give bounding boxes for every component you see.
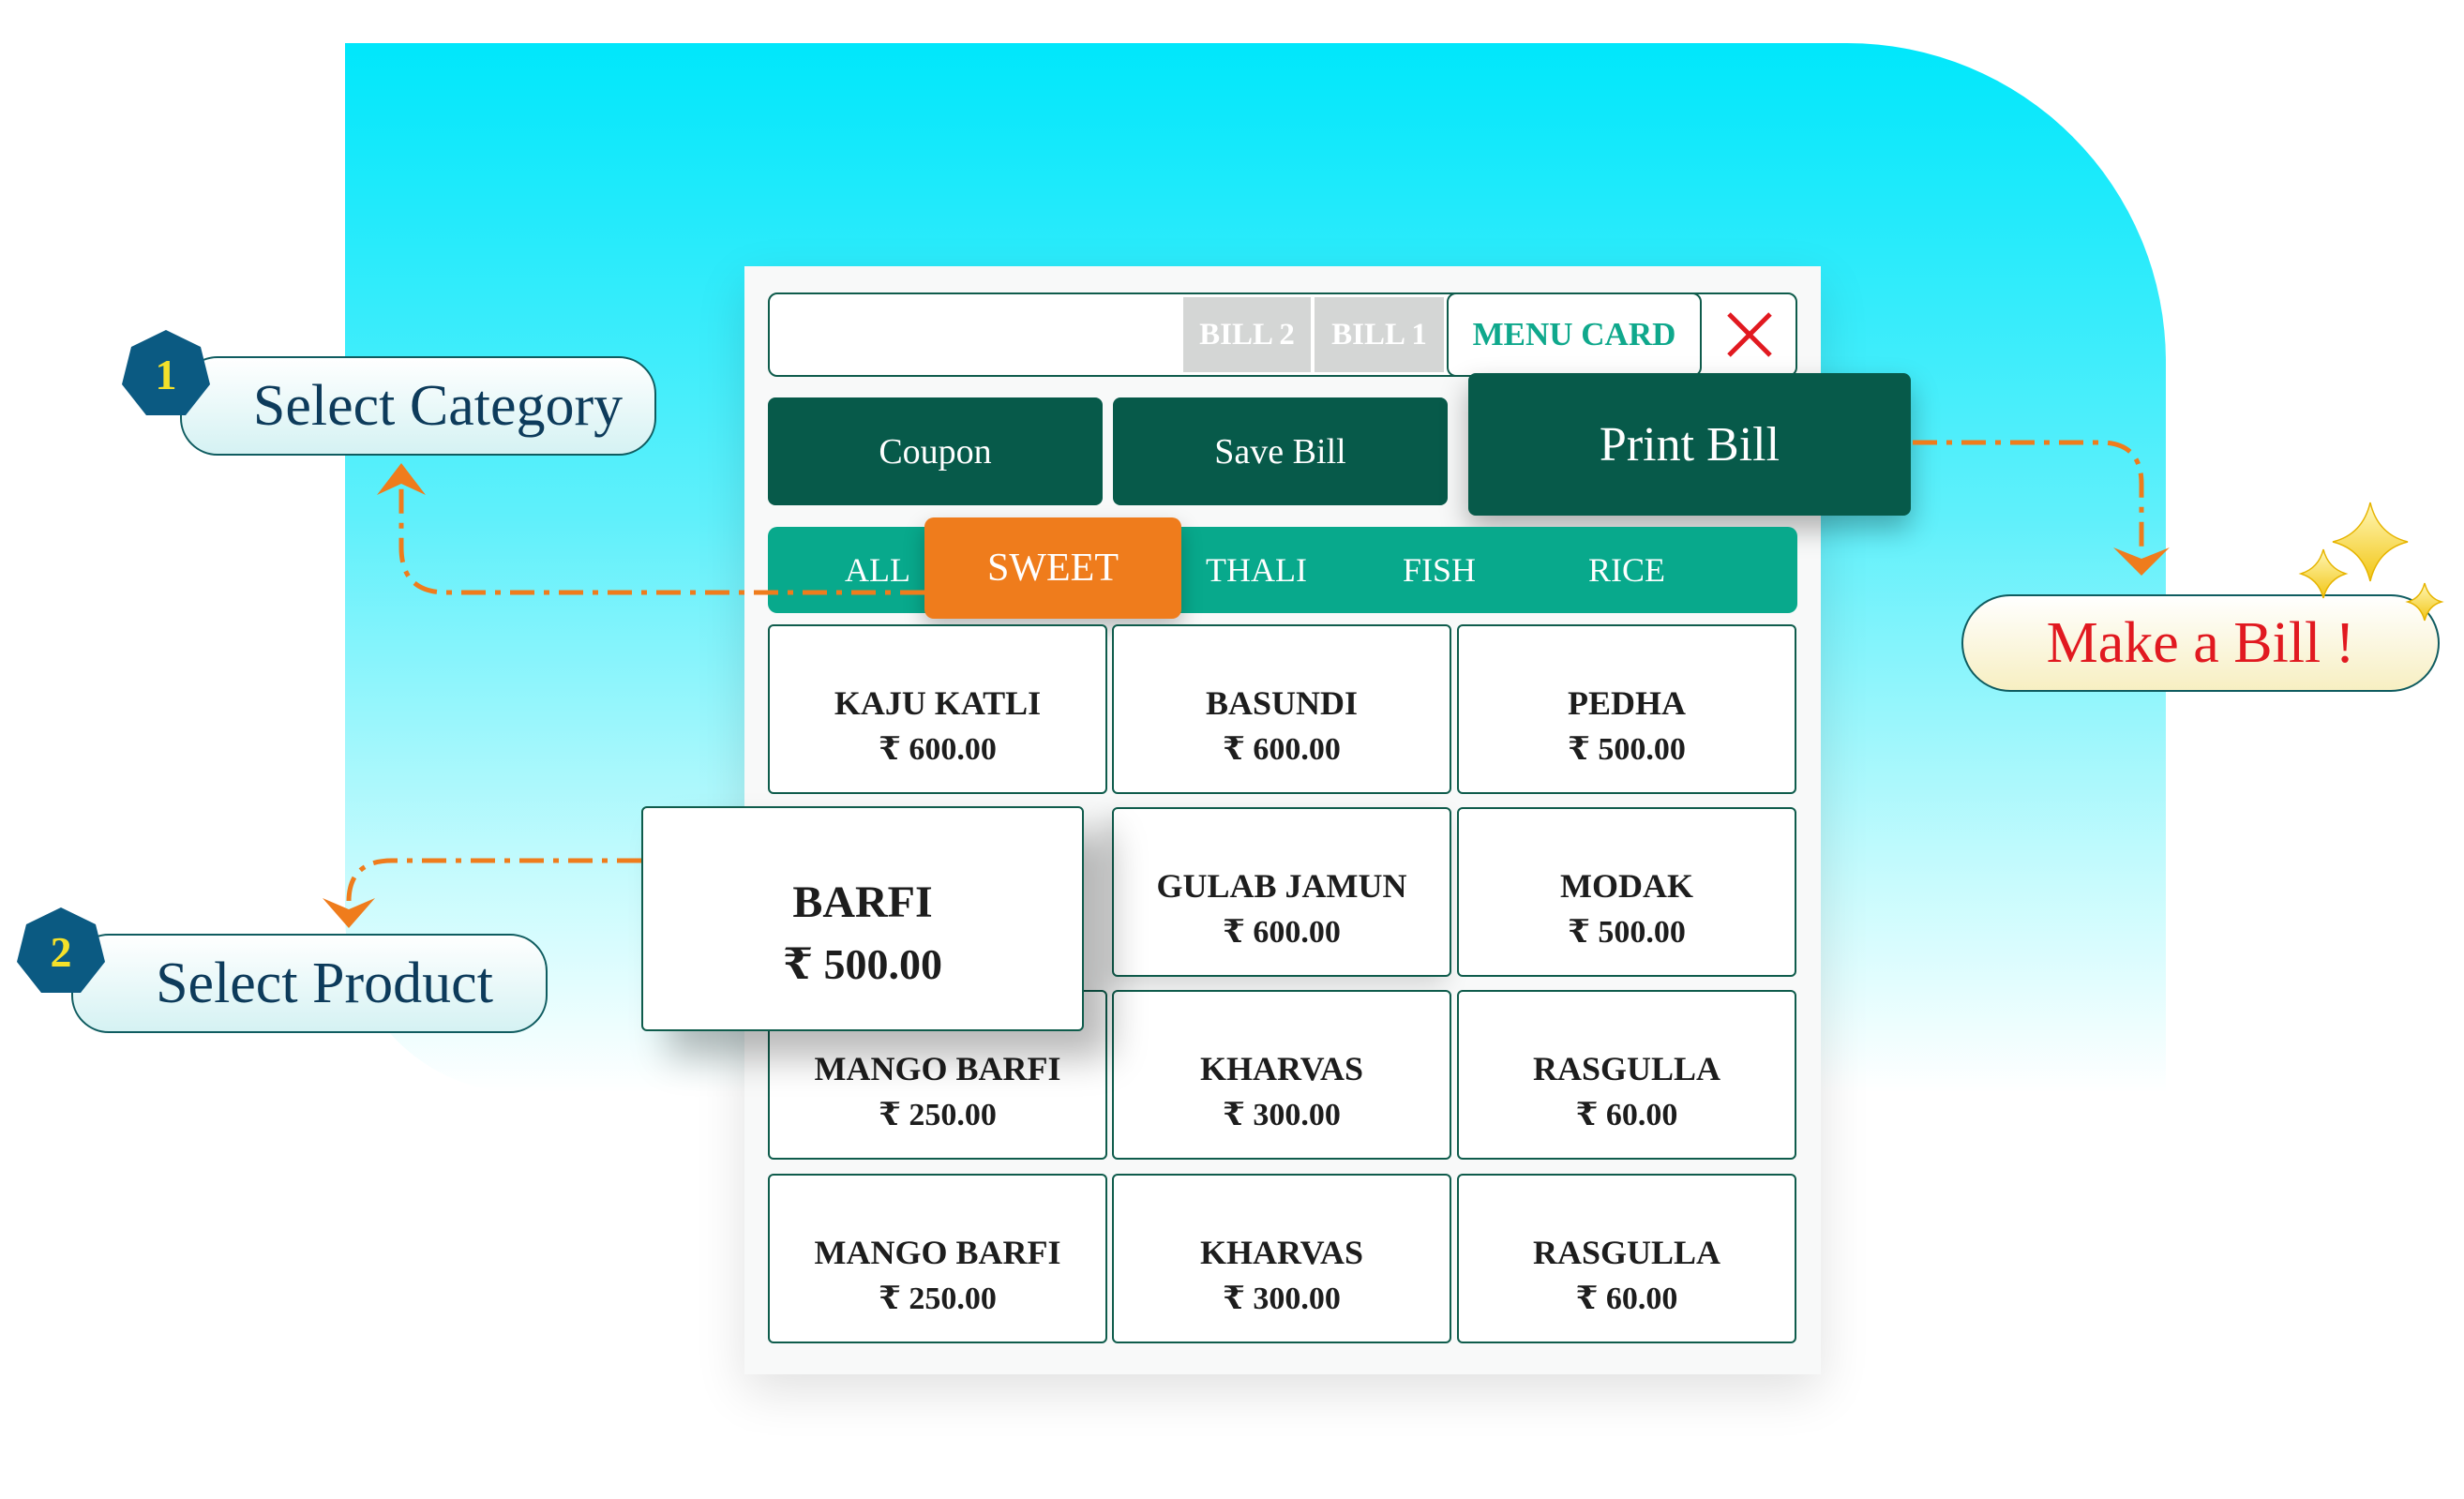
- product-price: ₹ 500.00: [782, 940, 942, 988]
- heptagon-badge-icon: [17, 907, 105, 993]
- arrow-head-down-icon: [323, 898, 375, 928]
- step-1-badge: 1: [120, 328, 212, 420]
- product-name: RASGULLA: [1532, 1233, 1721, 1271]
- tab-bill-2[interactable]: BILL 2: [1183, 297, 1311, 372]
- tab-bill-1[interactable]: BILL 1: [1315, 297, 1444, 372]
- product-card[interactable]: BASUNDI ₹ 600.00: [1112, 624, 1451, 794]
- product-price: ₹ 60.00: [1575, 1281, 1678, 1316]
- product-name: KHARVAS: [1199, 1049, 1364, 1087]
- product-card[interactable]: KHARVAS ₹ 300.00: [1112, 990, 1451, 1160]
- product-price: ₹ 600.00: [879, 731, 997, 767]
- category-sweet[interactable]: SWEET: [924, 517, 1181, 619]
- product-name: PEDHA: [1568, 683, 1686, 722]
- category-fish[interactable]: FISH: [1402, 551, 1477, 589]
- print-bill-button[interactable]: Print Bill: [1468, 373, 1911, 516]
- product-card[interactable]: RASGULLA ₹ 60.00: [1457, 990, 1796, 1160]
- step-2-badge: 2: [15, 906, 107, 997]
- selected-product-card[interactable]: BARFI ₹ 500.00: [641, 806, 1084, 1031]
- product-name: BARFI: [792, 877, 933, 927]
- arrow-head-up-icon: [377, 463, 426, 495]
- product-name: BASUNDI: [1205, 683, 1359, 722]
- save-bill-button[interactable]: Save Bill: [1113, 397, 1448, 505]
- product-card[interactable]: MANGO BARFI ₹ 250.00: [768, 1174, 1107, 1343]
- step-1-number: 1: [155, 350, 177, 398]
- close-button[interactable]: [1702, 292, 1797, 377]
- product-name: KHARVAS: [1199, 1233, 1364, 1271]
- category-thali[interactable]: THALI: [1206, 551, 1307, 589]
- product-price: ₹ 500.00: [1568, 914, 1686, 950]
- category-rice[interactable]: RICE: [1587, 551, 1665, 589]
- product-card[interactable]: MODAK ₹ 500.00: [1457, 807, 1796, 977]
- product-card[interactable]: RASGULLA ₹ 60.00: [1457, 1174, 1796, 1343]
- product-price: ₹ 600.00: [1223, 914, 1341, 950]
- product-name: MANGO BARFI: [814, 1233, 1061, 1271]
- product-card[interactable]: PEDHA ₹ 500.00: [1457, 624, 1796, 794]
- step-1-pill: Select Category: [180, 356, 656, 456]
- product-price: ₹ 600.00: [1223, 731, 1341, 767]
- coupon-button[interactable]: Coupon: [768, 397, 1103, 505]
- heptagon-badge-icon: [122, 330, 210, 415]
- product-price: ₹ 60.00: [1575, 1097, 1678, 1132]
- product-name: GULAB JAMUN: [1156, 866, 1407, 905]
- category-all[interactable]: ALL: [845, 551, 910, 589]
- product-name: MODAK: [1560, 866, 1693, 905]
- product-card[interactable]: KAJU KATLI ₹ 600.00: [768, 624, 1107, 794]
- step-2-number: 2: [50, 927, 72, 976]
- arrow-to-bill: [1913, 440, 2144, 555]
- product-name: MANGO BARFI: [814, 1049, 1061, 1087]
- arrow-head-down-icon: [2113, 547, 2170, 576]
- product-price: ₹ 300.00: [1223, 1097, 1341, 1132]
- product-price: ₹ 300.00: [1223, 1281, 1341, 1316]
- arrow-to-category: [398, 472, 924, 595]
- product-card[interactable]: GULAB JAMUN ₹ 600.00: [1112, 807, 1451, 977]
- product-name: KAJU KATLI: [834, 683, 1042, 722]
- close-x-icon: [1727, 312, 1772, 357]
- product-price: ₹ 250.00: [879, 1097, 997, 1132]
- step-2-pill: Select Product: [71, 934, 548, 1033]
- product-price: ₹ 250.00: [879, 1281, 997, 1316]
- product-name: RASGULLA: [1532, 1049, 1721, 1087]
- product-price: ₹ 500.00: [1568, 731, 1686, 767]
- make-bill-pill: Make a Bill !: [1961, 594, 2440, 692]
- product-card[interactable]: KHARVAS ₹ 300.00: [1112, 1174, 1451, 1343]
- arrow-to-product: [346, 858, 641, 913]
